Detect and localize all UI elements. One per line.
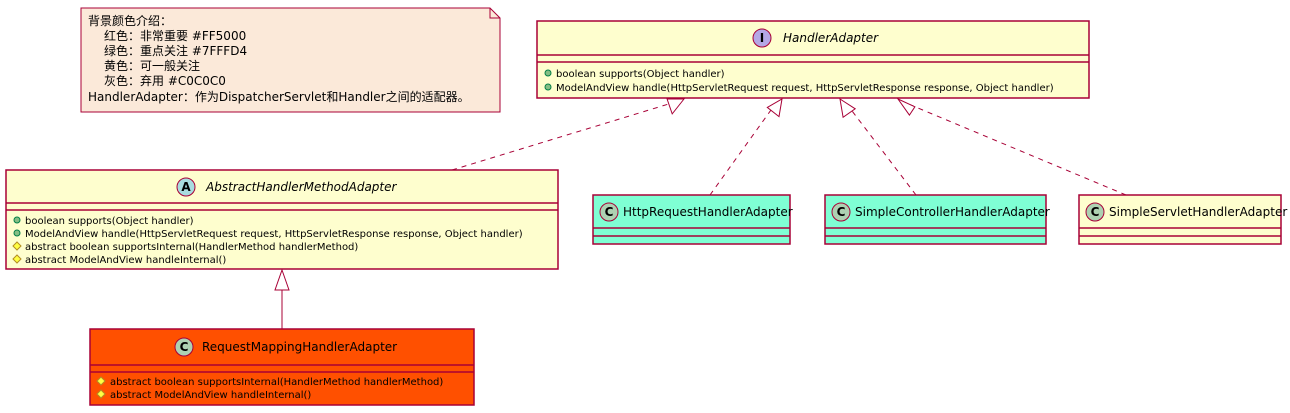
- arrowhead-icon: [896, 97, 916, 116]
- arrowhead-icon: [766, 98, 783, 118]
- class-name: SimpleControllerHandlerAdapter: [855, 205, 1050, 219]
- svg-text:A: A: [181, 180, 191, 194]
- arrowhead-icon: [839, 97, 857, 119]
- note-line: 红色：非常重要 #FF5000: [104, 28, 246, 43]
- method: abstract boolean supportsInternal(Handle…: [110, 377, 443, 388]
- public-method-icon: [544, 83, 552, 91]
- protected-method-icon: [12, 241, 22, 251]
- class-name: AbstractHandlerMethodAdapter: [205, 180, 398, 194]
- method: ModelAndView handle(HttpServletRequest r…: [25, 229, 523, 240]
- note-line: 绿色：重点关注 #7FFFD4: [104, 43, 247, 58]
- method: boolean supports(Object handler): [556, 69, 725, 80]
- svg-text:C: C: [605, 205, 614, 219]
- class-name: HttpRequestHandlerAdapter: [623, 205, 793, 219]
- note-line: 背景颜色介绍：: [88, 13, 172, 28]
- class-badge-icon: C: [831, 202, 851, 222]
- svg-text:I: I: [760, 31, 764, 45]
- svg-text:C: C: [180, 340, 189, 354]
- class-badge-icon: C: [1085, 202, 1105, 222]
- class-http-request-handler-adapter[interactable]: C HttpRequestHandlerAdapter: [592, 194, 793, 245]
- method: boolean supports(Object handler): [25, 216, 194, 227]
- realization-edge-http-request: [709, 102, 777, 196]
- method: ModelAndView handle(HttpServletRequest r…: [556, 83, 1054, 94]
- class-handler-adapter[interactable]: I HandlerAdapter boolean supports(Object…: [536, 20, 1090, 99]
- arrowheads: [274, 97, 916, 291]
- class-badge-icon: C: [599, 202, 619, 222]
- class-name: SimpleServletHandlerAdapter: [1109, 205, 1287, 219]
- arrowhead-icon: [666, 98, 686, 115]
- public-method-icon: [13, 216, 21, 224]
- class-simple-servlet-handler-adapter[interactable]: C SimpleServletHandlerAdapter: [1078, 194, 1287, 245]
- note-line: 黄色：可一般关注: [104, 58, 200, 73]
- protected-method-icon: [96, 389, 106, 399]
- color-legend-note: 背景颜色介绍： 红色：非常重要 #FF5000 绿色：重点关注 #7FFFD4 …: [80, 7, 501, 113]
- class-request-mapping-handler-adapter[interactable]: C RequestMappingHandlerAdapter abstract …: [89, 328, 475, 406]
- class-name: RequestMappingHandlerAdapter: [202, 340, 397, 354]
- protected-method-icon: [96, 376, 106, 386]
- svg-text:C: C: [837, 205, 846, 219]
- note-line: 灰色：弃用 #C0C0C0: [104, 73, 226, 88]
- interface-badge-icon: I: [752, 28, 772, 48]
- svg-text:C: C: [1091, 205, 1100, 219]
- public-method-icon: [544, 69, 552, 77]
- method: abstract ModelAndView handleInternal(): [110, 390, 311, 401]
- class-badge-icon: C: [174, 337, 194, 357]
- arrowhead-icon: [274, 268, 290, 291]
- class-abstract-handler-method-adapter[interactable]: A AbstractHandlerMethodAdapter boolean s…: [5, 169, 559, 270]
- realization-edge-abstract: [451, 102, 673, 171]
- method: abstract ModelAndView handleInternal(): [25, 255, 226, 266]
- class-simple-controller-handler-adapter[interactable]: C SimpleControllerHandlerAdapter: [824, 194, 1050, 245]
- method: abstract boolean supportsInternal(Handle…: [25, 242, 358, 253]
- class-name: HandlerAdapter: [783, 31, 879, 45]
- abstract-badge-icon: A: [176, 177, 196, 197]
- realization-edge-simple-controller: [845, 102, 917, 196]
- note-line: HandlerAdapter：作为DispatcherServlet和Handl…: [88, 89, 470, 104]
- public-method-icon: [13, 229, 21, 237]
- realization-edge-simple-servlet: [905, 102, 1127, 196]
- protected-method-icon: [12, 254, 22, 264]
